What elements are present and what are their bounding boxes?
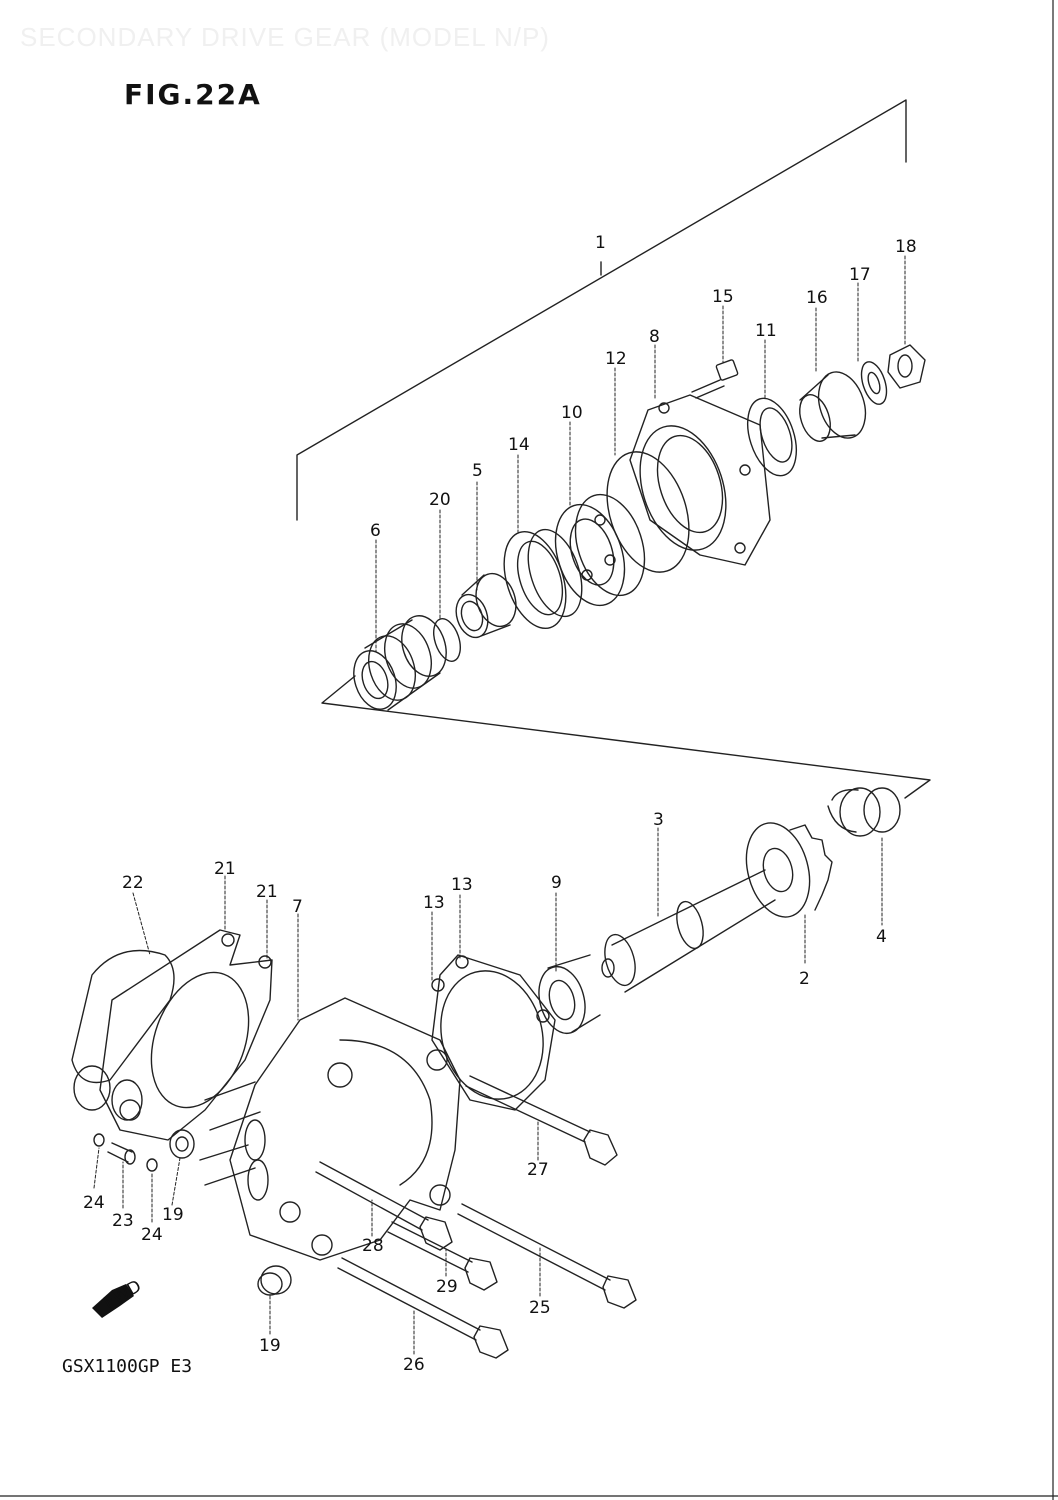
part-gasket-22 [71,949,175,1111]
assembly-bracket [296,99,907,521]
part-needle-bearing [538,954,601,1035]
callout-14: 14 [508,435,530,455]
callout-17: 17 [849,265,871,285]
part-bolt-28 [315,1161,453,1251]
callout-27: 27 [527,1160,549,1180]
fwd-label: FWD [101,1276,145,1313]
callout-11: 11 [755,321,777,341]
callout-13a: 13 [451,875,473,895]
callout-19a: 19 [162,1205,184,1225]
part-washer [860,361,888,405]
part-bolt-27 [465,1075,618,1166]
part-gear-case [199,997,461,1261]
part-bolt-29 [387,1221,498,1291]
model-code: GSX1100GP E3 [62,1356,193,1377]
part-bearing [554,493,646,607]
callout-5: 5 [472,461,483,481]
callout-28: 28 [362,1236,384,1256]
callout-22: 22 [122,873,144,893]
callout-13b: 13 [423,893,445,913]
part-bolt-25 [457,1203,637,1309]
part-joint [827,787,901,837]
callout-18: 18 [895,237,917,257]
part-bearing-11 [746,397,798,477]
callout-labels: 1 18 17 15 16 11 8 12 10 14 5 20 6 3 9 4… [83,233,917,1375]
part-coupling [799,371,867,442]
part-bolt-26 [337,1257,509,1359]
part-boot [353,615,447,711]
part-o-ring-20 [433,618,461,662]
callout-15: 15 [712,287,734,307]
part-o-ring-12 [606,451,690,573]
callout-25: 25 [529,1298,551,1318]
part-seal-19b [257,1265,292,1296]
callout-2: 2 [799,969,810,989]
callout-21b: 21 [256,882,278,902]
callout-24a: 24 [83,1193,105,1213]
part-gasket-13 [431,954,556,1111]
callout-8: 8 [649,327,660,347]
part-gasket-21 [99,929,273,1141]
callout-24b: 24 [141,1225,163,1245]
callout-26: 26 [403,1355,425,1375]
fwd-arrow-icon: FWD [92,1276,145,1318]
part-bevel-gear [745,822,833,918]
part-seal-19a [169,1129,195,1159]
callout-1: 1 [595,233,606,253]
section-title-watermark: SECONDARY DRIVE GEAR (MODEL N/P) [20,22,550,52]
callout-12: 12 [605,349,627,369]
callout-3: 3 [653,810,664,830]
part-dowel-pin [107,1142,136,1165]
shaft-guide-line [321,675,931,799]
part-washer-24b [146,1158,158,1172]
part-bolt-15 [691,359,739,399]
callout-4: 4 [876,927,887,947]
callout-20: 20 [429,490,451,510]
callout-7: 7 [292,897,303,917]
part-shaft [601,869,776,993]
part-sleeve [455,572,517,639]
part-washer-24a [93,1133,105,1147]
callout-21a: 21 [214,859,236,879]
callout-19b: 19 [259,1336,281,1356]
callout-16: 16 [806,288,828,308]
figure-title: FIG.22A [124,78,262,111]
part-nut [887,344,926,389]
callout-6: 6 [370,521,381,541]
callout-10: 10 [561,403,583,423]
callout-9: 9 [551,873,562,893]
part-bearing-housing [629,394,771,566]
part-oil-seal [503,528,583,630]
callout-29: 29 [436,1277,458,1297]
leader-lines [93,255,906,1355]
callout-23: 23 [112,1211,134,1231]
